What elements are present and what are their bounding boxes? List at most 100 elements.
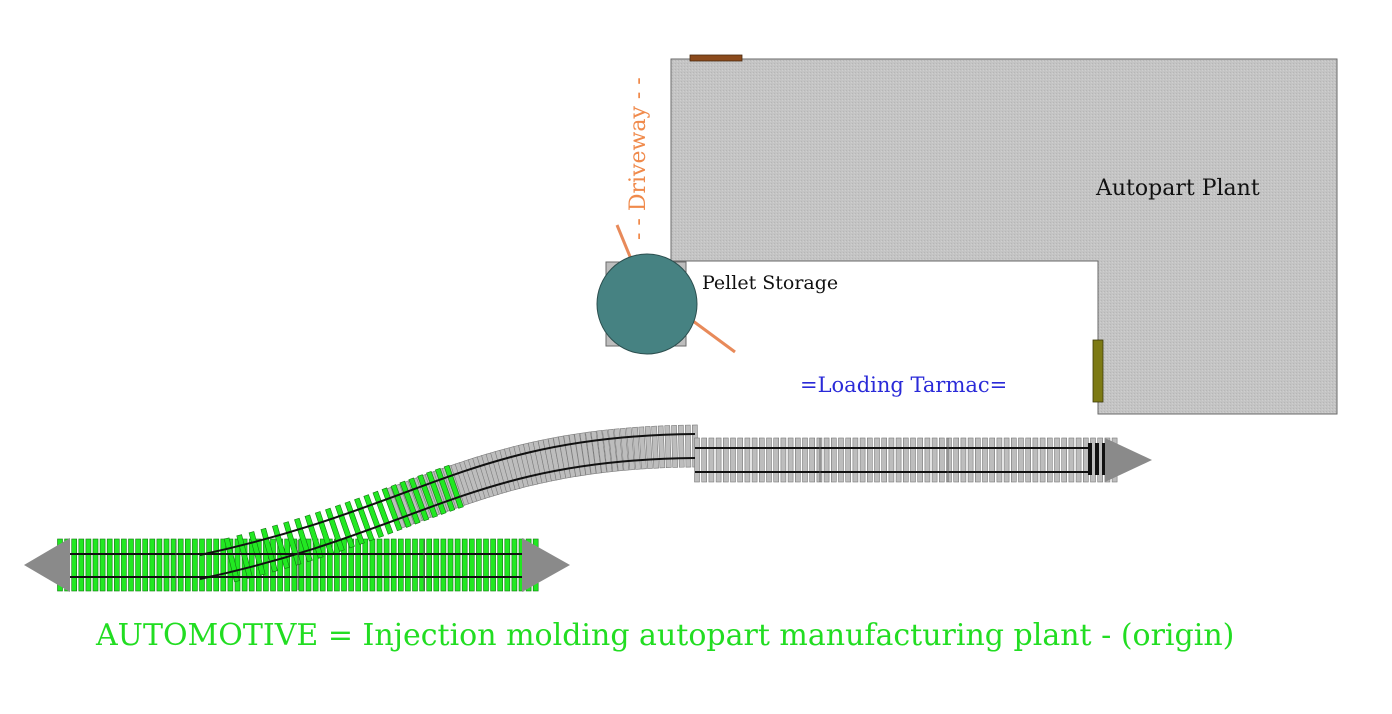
mainline-tie [511,538,518,592]
mainline-tie [433,538,440,592]
spur-tie [982,437,988,483]
spur-tie [902,437,909,483]
spur-tie [888,437,895,483]
spur-tie [938,437,945,483]
spur-tie [613,428,624,472]
mainline-tie [440,538,447,592]
mainline-tie [128,538,134,592]
mainline-tie [468,538,475,592]
spur-tie [838,437,844,483]
silo-upper-spout [615,224,633,260]
spur-tie [619,427,630,471]
spur-tie [1061,437,1067,483]
mainline-tie [185,538,191,592]
spur-tie [608,428,618,472]
spur-tie [924,437,931,483]
mainline-tie [397,538,404,592]
mainline-tie [305,538,312,592]
mainline-tie [192,538,198,592]
spur-tie [1083,437,1089,483]
spur-tie [823,437,830,483]
mainline-tie [369,538,376,592]
spur-tie [895,437,902,483]
spur-tie [684,424,692,468]
spur-tie [1054,437,1060,483]
spur-tie [787,437,794,483]
spur-tie [602,429,613,473]
spur-tie [773,437,780,483]
spur-tie [794,437,801,483]
spur-tie [626,427,635,471]
mainline-tie [177,538,184,592]
driveway-label: - - Driveway - - [626,77,651,240]
mainline-tie [426,538,433,592]
spur-tie [730,437,736,483]
loading-tarmac-label: =Loading Tarmac= [800,373,1007,397]
mainline-tie [99,538,106,592]
spur-tie [931,437,938,483]
mainline-tie [461,538,468,592]
spur-tie [1075,437,1082,483]
spur-tie [1032,437,1039,483]
spur-tie [816,437,823,483]
spur-tie [694,437,700,483]
spur-tie [809,437,816,483]
mainline-tie [71,538,77,592]
spur-end-arrow-icon [1105,438,1152,482]
mainline-tie [163,538,170,592]
mainline-tie [121,538,127,592]
mainline-tie [149,538,156,592]
mainline-left-arrow-icon [24,538,70,592]
plant-loading-door [1092,339,1104,403]
spur-tie [664,425,672,468]
mainline-tie [405,538,411,592]
spur-tie [751,437,758,483]
mainline-tie [326,538,333,592]
spur-tie [744,437,751,483]
spur-tie [1068,437,1075,483]
silo-tank [596,253,698,355]
diagram-caption: AUTOMOTIVE = Injection molding autopart … [95,618,1234,653]
mainline-tie [319,538,326,592]
spur-tie [651,425,659,469]
spur-tie [780,437,787,483]
plant-label: Autopart Plant [1095,176,1260,201]
mainline-tie [114,538,120,592]
spur-tie [708,437,715,483]
mainline-tie [497,538,504,592]
spur-tie [1047,437,1053,483]
pellet-storage-silo [596,224,736,355]
mainline-tie [135,538,141,592]
spur-tie [657,425,666,469]
mainline-tie [106,538,113,592]
spur-track-ties [386,424,1118,529]
spur-tie [1025,437,1031,483]
spur-tie [701,437,708,483]
mainline-tie [447,538,454,592]
track-rails [62,433,1090,590]
mainline-tie [142,538,148,592]
spur-tie [671,425,679,468]
spur-tie [953,437,960,483]
spur-tie [989,437,996,483]
autopart-plant-building [670,58,1338,415]
spur-tie [644,426,653,469]
spur-tie [722,437,729,483]
spur-tie [996,437,1003,483]
mainline-tie [78,538,85,592]
spur-curve-rail [199,457,696,580]
spur-tie [802,437,808,483]
spur-tie [766,437,772,483]
spur-tie [910,437,916,483]
spur-tie [974,437,981,483]
mainline-tie [504,538,511,592]
mainline-tie [390,538,397,592]
spur-tie [859,437,866,483]
mainline-tie [483,538,489,592]
mainline-tie [376,538,383,592]
track-bumper-icon [1088,443,1106,475]
spur-tie [1039,437,1046,483]
mainline-tie [170,538,177,592]
spur-tie [866,437,873,483]
mainline-tie [220,538,227,592]
